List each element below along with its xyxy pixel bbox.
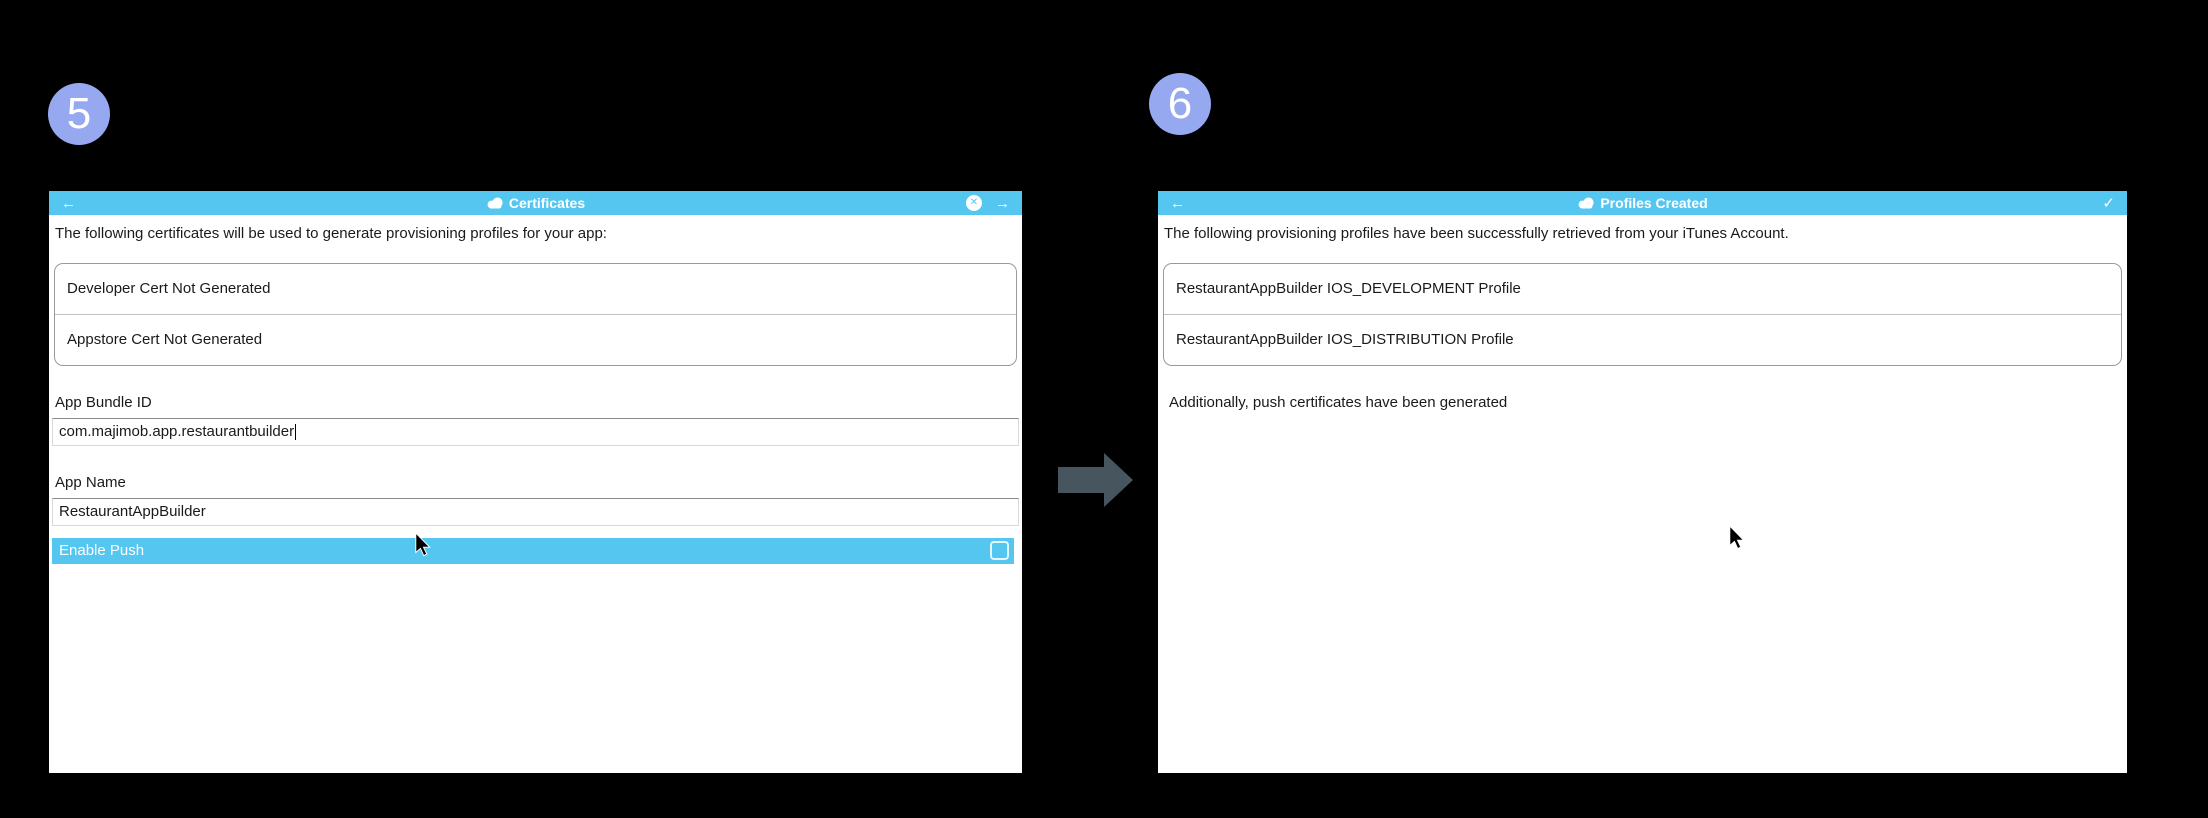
push-certificates-note: Additionally, push certificates have bee…	[1169, 393, 1508, 411]
profiles-intro-text: The following provisioning profiles have…	[1164, 225, 1789, 242]
profiles-created-window: ← Profiles Created ✓ The following provi…	[1158, 191, 2127, 773]
enable-push-row[interactable]: Enable Push	[52, 537, 1014, 564]
profiles-created-title-group: Profiles Created	[1158, 191, 2127, 215]
back-arrow-icon[interactable]: ←	[61, 194, 76, 212]
close-icon[interactable]: ✕	[966, 195, 982, 211]
certificates-title-group: Certificates	[49, 191, 1022, 215]
development-profile-row[interactable]: RestaurantAppBuilder IOS_DEVELOPMENT Pro…	[1176, 280, 1521, 297]
profiles-list: RestaurantAppBuilder IOS_DEVELOPMENT Pro…	[1163, 262, 2122, 366]
app-bundle-id-value: com.majimob.app.restaurantbuilder	[59, 423, 295, 440]
cloud-icon	[487, 197, 503, 209]
app-bundle-id-label: App Bundle ID	[55, 393, 152, 411]
certificates-titlebar: ← Certificates ✕ →	[49, 191, 1022, 215]
window-title: Profiles Created	[1600, 195, 1708, 211]
window-title: Certificates	[508, 195, 586, 211]
step-6-badge: 6	[1149, 73, 1211, 135]
text-caret	[295, 423, 297, 440]
cloud-icon	[1578, 197, 1594, 209]
appstore-cert-row[interactable]: Appstore Cert Not Generated	[55, 313, 1016, 365]
app-name-input[interactable]: RestaurantAppBuilder	[52, 497, 1019, 526]
enable-push-label: Enable Push	[59, 542, 145, 559]
profiles-created-titlebar: ← Profiles Created ✓	[1158, 191, 2127, 215]
confirm-check-icon[interactable]: ✓	[2102, 195, 2115, 212]
back-arrow-icon[interactable]: ←	[1170, 194, 1185, 212]
forward-arrow-icon[interactable]: →	[995, 194, 1010, 212]
enable-push-checkbox[interactable]	[990, 541, 1009, 560]
certificates-list: Developer Cert Not Generated Appstore Ce…	[54, 262, 1017, 366]
certificates-window: ← Certificates ✕ → The following certifi…	[49, 191, 1022, 773]
distribution-profile-row[interactable]: RestaurantAppBuilder IOS_DISTRIBUTION Pr…	[1164, 313, 2121, 365]
certificates-intro-text: The following certificates will be used …	[55, 225, 607, 242]
app-name-label: App Name	[55, 473, 126, 491]
next-step-arrow-icon	[1058, 453, 1133, 507]
step-5-badge: 5	[48, 83, 110, 145]
app-bundle-id-input[interactable]: com.majimob.app.restaurantbuilder	[52, 417, 1019, 446]
developer-cert-row[interactable]: Developer Cert Not Generated	[67, 280, 271, 297]
app-name-value: RestaurantAppBuilder	[59, 503, 206, 520]
